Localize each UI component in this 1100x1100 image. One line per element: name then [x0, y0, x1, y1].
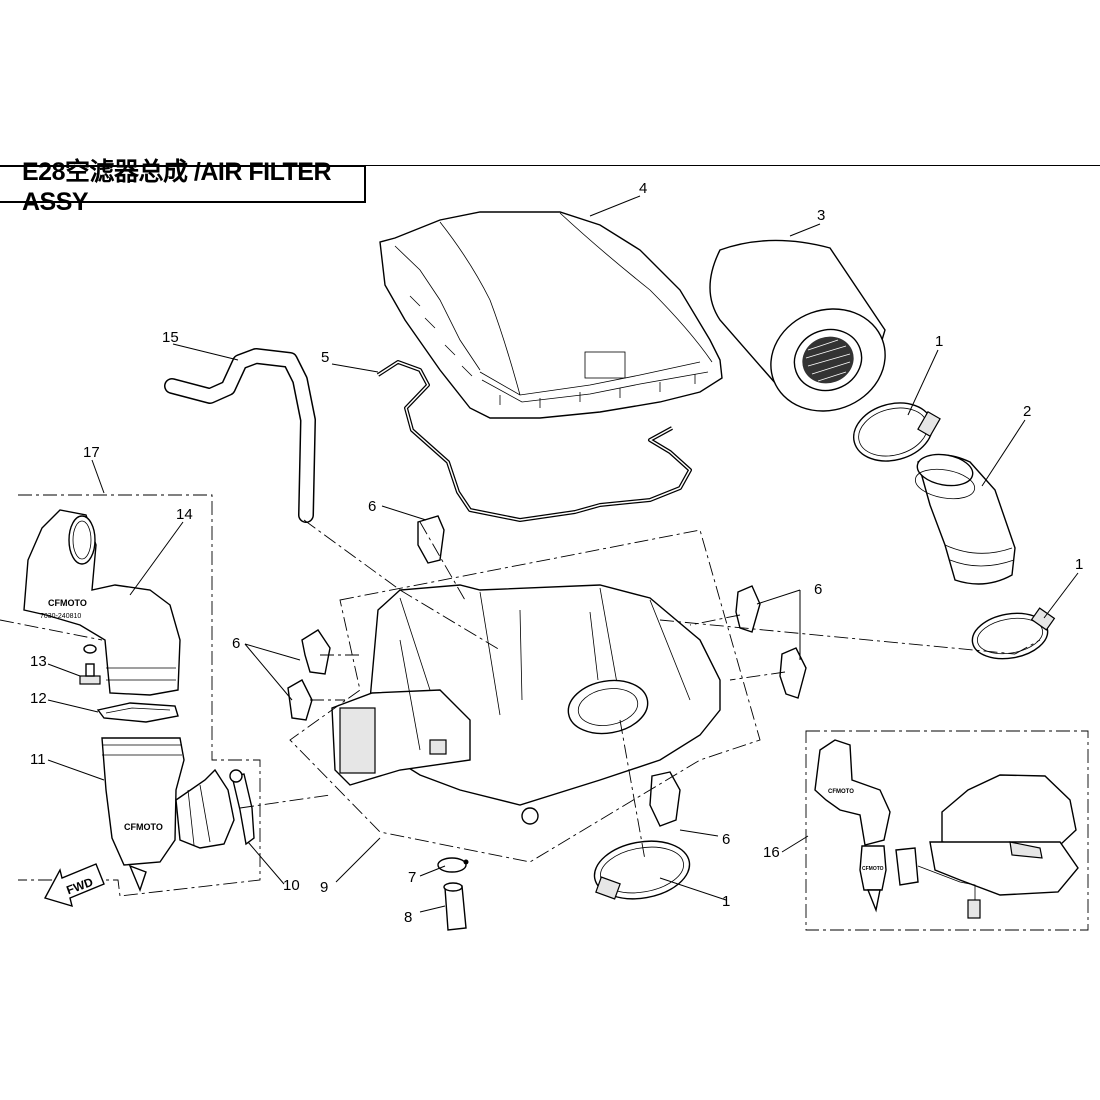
- callout-1-bottom: 1: [722, 893, 730, 910]
- callout-12: 12: [30, 690, 47, 707]
- callout-6-bottom: 6: [722, 831, 730, 848]
- callout-13: 13: [30, 653, 47, 670]
- part-13-screw: [79, 644, 101, 685]
- brand-marking-inset-top: CFMOTO: [828, 789, 854, 795]
- brand-marking-inset-lower: CFMOTO: [862, 866, 884, 872]
- part-6-clip-top: [417, 515, 445, 564]
- part-6-clip-bottom: [649, 771, 681, 827]
- callout-3: 3: [817, 207, 825, 224]
- part-11-intake-duct-lower: CFMOTO: [101, 737, 235, 892]
- callout-1-right: 1: [1075, 556, 1083, 573]
- callout-4: 4: [639, 180, 647, 197]
- callout-11: 11: [30, 751, 46, 768]
- part-14-intake-duct-upper: CFMOTO 7030-240810: [23, 509, 181, 696]
- callout-16: 16: [763, 844, 780, 861]
- part-5-gasket: [376, 360, 692, 522]
- callout-6-top: 6: [368, 498, 376, 515]
- fwd-arrow: FWD: [43, 863, 105, 908]
- part-1-clamp-bottom: [593, 840, 691, 900]
- leader-lines: [47, 195, 1079, 913]
- title-rule: [366, 165, 1100, 166]
- callout-7: 7: [408, 869, 416, 886]
- callout-9: 9: [320, 879, 328, 896]
- callout-5: 5: [321, 349, 329, 366]
- callout-8: 8: [404, 909, 412, 926]
- part-10-clamp: [229, 769, 255, 846]
- base-assembly-outline: [289, 529, 761, 863]
- callout-2: 2: [1023, 403, 1031, 420]
- part-7-hose-clip: [437, 857, 469, 873]
- callout-numbers: 4 3 1 2 1 15 5 6 6 6 6 1 7 8 9 10 11 12 …: [30, 180, 1083, 926]
- brand-marking-11: CFMOTO: [124, 822, 163, 832]
- assembly-center-lines: [0, 519, 1041, 861]
- callout-1-top: 1: [935, 333, 943, 350]
- callout-6-right: 6: [814, 581, 822, 598]
- part-8-drain-tube: [443, 882, 467, 931]
- brand-marking-14: CFMOTO: [48, 598, 87, 608]
- part-6-clip-right-lower: [779, 647, 807, 699]
- subassembly-17-outline: [18, 494, 261, 897]
- callout-17: 17: [83, 444, 100, 461]
- callout-10: 10: [283, 877, 300, 894]
- inset-16-assembled-view: CFMOTO CFMOTO: [805, 730, 1089, 931]
- part-9-airbox-base: [331, 584, 721, 825]
- part-6-clip-left-upper: [301, 629, 331, 675]
- part-4-airbox-cover: [379, 211, 723, 419]
- callout-15: 15: [162, 329, 179, 346]
- part-2-intake-boot: [914, 453, 1016, 585]
- part-1-clamp-right: [971, 607, 1056, 660]
- part-code-marking: 7030-240810: [40, 613, 81, 620]
- part-12-seal-ring: [96, 702, 179, 723]
- part-3-filter-element: [709, 239, 886, 412]
- part-15-breather-hose: [164, 348, 316, 523]
- part-6-clip-right-upper: [735, 585, 761, 633]
- callout-6-left: 6: [232, 635, 240, 652]
- part-1-clamp-top: [852, 402, 941, 462]
- callout-14: 14: [176, 506, 193, 523]
- part-6-clip-left-lower: [287, 679, 313, 721]
